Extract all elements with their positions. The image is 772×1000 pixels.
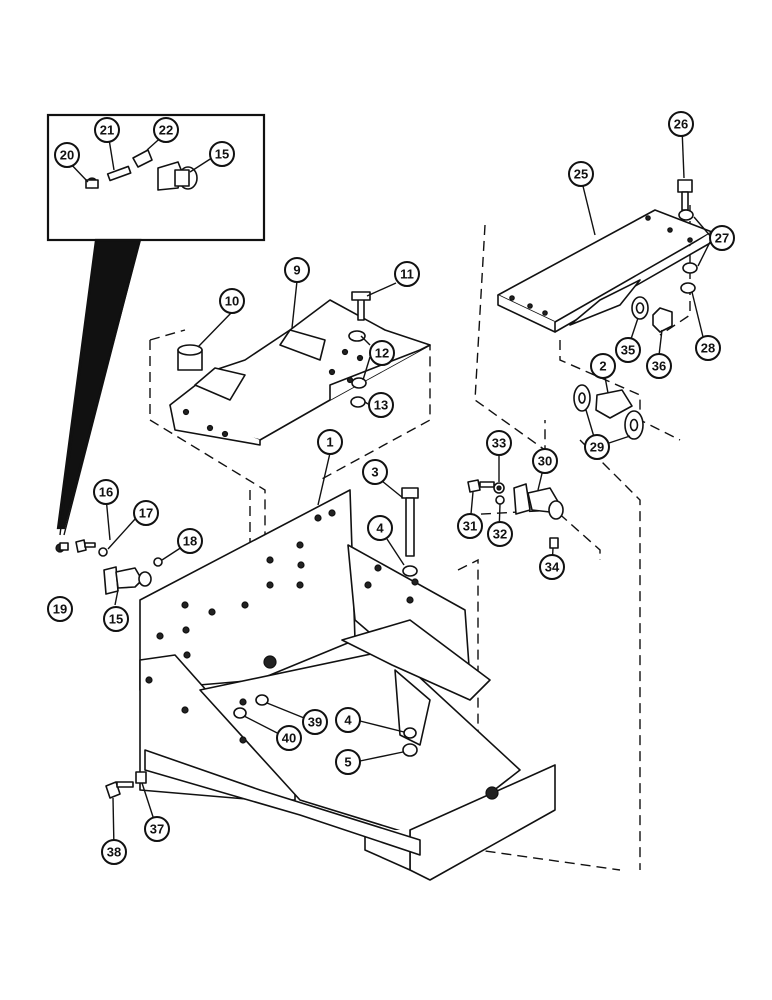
callout-label: 30 (538, 454, 552, 469)
bushing-part-10 (177, 344, 203, 371)
inset-detail (46, 113, 266, 536)
callout-25: 25 (568, 161, 594, 187)
callout-label: 15 (215, 147, 229, 162)
callout-30: 30 (532, 448, 558, 474)
callout-9: 9 (284, 257, 310, 283)
callout-33: 33 (486, 430, 512, 456)
callout-label: 2 (599, 359, 606, 374)
callout-40: 40 (276, 725, 302, 751)
callout-4-lower: 4 (335, 707, 361, 733)
main-frame-part-1 (139, 489, 556, 881)
callout-28: 28 (695, 335, 721, 361)
callout-label: 4 (376, 521, 384, 536)
callout-4-upper: 4 (367, 515, 393, 541)
callout-label: 31 (463, 519, 477, 534)
callout-29: 29 (584, 434, 610, 460)
callout-15-inset: 15 (209, 141, 235, 167)
callout-label: 34 (545, 560, 560, 575)
callout-5: 5 (335, 749, 361, 775)
callout-11: 11 (394, 261, 420, 287)
callout-label: 36 (652, 359, 666, 374)
callout-38: 38 (101, 839, 127, 865)
callout-label: 35 (621, 343, 635, 358)
callout-label: 12 (375, 346, 389, 361)
inset-parts (85, 149, 198, 191)
callout-label: 10 (225, 294, 239, 309)
callout-15-main: 15 (103, 606, 129, 632)
small-parts-31-34 (467, 479, 559, 549)
washer-nut-part-35-36 (631, 296, 673, 333)
callout-22: 22 (153, 117, 179, 143)
callout-label: 38 (107, 845, 121, 860)
callout-label: 27 (715, 231, 729, 246)
callout-18: 18 (177, 528, 203, 554)
small-parts-4-5-39-40 (233, 694, 418, 757)
callout-16: 16 (93, 479, 119, 505)
callout-27: 27 (709, 225, 735, 251)
pivot-pin-part-30 (513, 483, 564, 520)
callout-35: 35 (615, 337, 641, 363)
parts-37-38 (105, 771, 147, 799)
callout-label: 18 (183, 534, 197, 549)
callout-label: 9 (293, 263, 300, 278)
callout-label: 13 (374, 398, 388, 413)
callout-label: 28 (701, 341, 715, 356)
washers-part-12-13 (348, 330, 367, 408)
callout-26: 26 (668, 111, 694, 137)
top-bracket-part-9 (169, 299, 431, 446)
callout-21: 21 (94, 117, 120, 143)
top-plate-part-25 (497, 209, 713, 333)
bushing-part-2-29 (573, 384, 644, 440)
callout-19: 19 (47, 596, 73, 622)
callout-label: 37 (150, 822, 164, 837)
callout-label: 5 (344, 755, 351, 770)
callout-label: 22 (159, 123, 173, 138)
callout-1: 1 (317, 429, 343, 455)
callout-label: 26 (674, 117, 688, 132)
callout-label: 32 (493, 527, 507, 542)
callout-3: 3 (362, 459, 388, 485)
callout-label: 21 (100, 123, 114, 138)
bolt-part-11 (351, 291, 371, 321)
callout-17: 17 (133, 500, 159, 526)
callout-label: 1 (326, 435, 333, 450)
callout-label: 20 (60, 148, 74, 163)
callout-12: 12 (369, 340, 395, 366)
callout-label: 19 (53, 602, 67, 617)
callout-label: 16 (99, 485, 113, 500)
callout-34: 34 (539, 554, 565, 580)
callout-10: 10 (219, 288, 245, 314)
bolt-part-26 (677, 179, 693, 211)
callout-36: 36 (646, 353, 672, 379)
callout-39: 39 (302, 709, 328, 735)
callout-label: 25 (574, 167, 588, 182)
callout-label: 15 (109, 612, 123, 627)
callout-13: 13 (368, 392, 394, 418)
callout-label: 39 (308, 715, 322, 730)
callout-32: 32 (487, 521, 513, 547)
callout-label: 3 (371, 465, 378, 480)
callout-label: 11 (400, 267, 414, 282)
callout-label: 17 (139, 506, 153, 521)
callout-20: 20 (54, 142, 80, 168)
bolt-part-3 (401, 487, 419, 577)
callout-label: 4 (344, 713, 352, 728)
callout-label: 40 (282, 731, 296, 746)
callout-2: 2 (590, 353, 616, 379)
callout-label: 29 (590, 440, 604, 455)
washers-part-27-28 (678, 209, 698, 294)
left-pin-parts-15-19 (55, 539, 163, 595)
callout-37: 37 (144, 816, 170, 842)
callout-31: 31 (457, 513, 483, 539)
callout-label: 33 (492, 436, 506, 451)
